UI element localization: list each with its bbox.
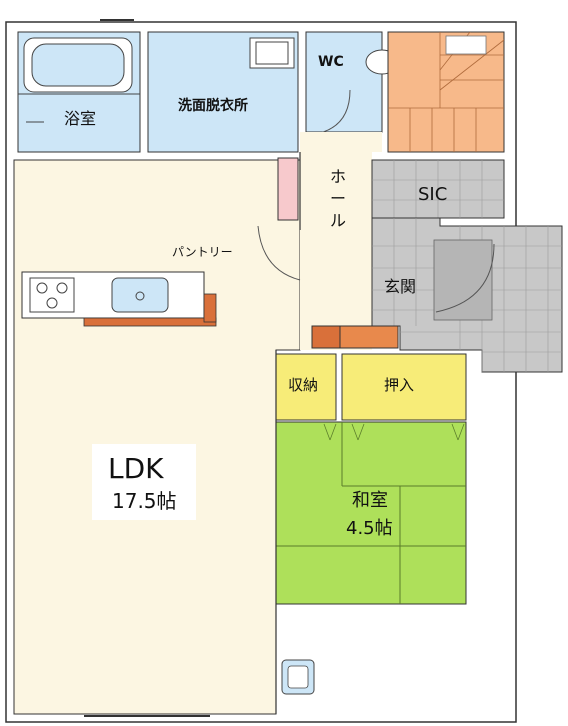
label-washitsu-name: 和室 xyxy=(352,490,388,511)
entrance-step xyxy=(433,239,493,321)
label-hall-char: ー xyxy=(330,189,346,208)
label-wc: WC xyxy=(318,54,344,70)
label-entrance: 玄関 xyxy=(384,277,416,296)
wood-step xyxy=(311,325,341,349)
label-sic: SIC xyxy=(418,184,447,205)
outdoor-fixture-inner xyxy=(287,665,309,689)
wood-frame xyxy=(339,325,399,349)
burner-1 xyxy=(36,282,48,294)
stove xyxy=(29,277,75,313)
washbasin-bowl xyxy=(255,41,289,65)
label-hall-char: ル xyxy=(330,211,346,230)
label-hall: ホール xyxy=(330,167,346,230)
pantry-door-swing xyxy=(257,225,301,281)
front-door-swing xyxy=(435,243,495,313)
bathtub-inner xyxy=(31,43,125,87)
label-pantry: パントリー xyxy=(172,245,233,259)
burner-3 xyxy=(46,297,58,309)
ldk-floor xyxy=(13,159,301,715)
ldk-label-card xyxy=(92,444,196,520)
sic-grid xyxy=(372,160,504,218)
label-ldk-size: 17.5帖 xyxy=(112,489,177,513)
wc-room xyxy=(305,31,383,133)
stair-upper-white xyxy=(445,35,487,55)
kitchen-bar-side xyxy=(203,293,217,323)
label-washitsu-size: 4.5帖 xyxy=(346,518,393,539)
stair-treads xyxy=(388,31,505,152)
pantry-box xyxy=(277,157,299,221)
label-ldk-name: LDK xyxy=(108,452,164,485)
sink xyxy=(111,277,169,313)
label-storage: 収納 xyxy=(288,376,318,394)
label-washroom: 洗面脱衣所 xyxy=(178,97,248,114)
label-closet: 押入 xyxy=(384,376,414,394)
storage-box xyxy=(275,353,337,421)
closet-box xyxy=(341,353,467,421)
tatami-seams xyxy=(276,422,466,604)
hall-floor xyxy=(300,132,382,350)
label-bath: 浴室 xyxy=(64,109,96,128)
fusuma-marks xyxy=(323,423,465,441)
burner-2 xyxy=(56,282,68,294)
sink-drain xyxy=(135,291,145,301)
washitsu-floor xyxy=(275,421,467,605)
kitchen-bar xyxy=(83,317,217,327)
label-hall-char: ホ xyxy=(330,167,346,186)
